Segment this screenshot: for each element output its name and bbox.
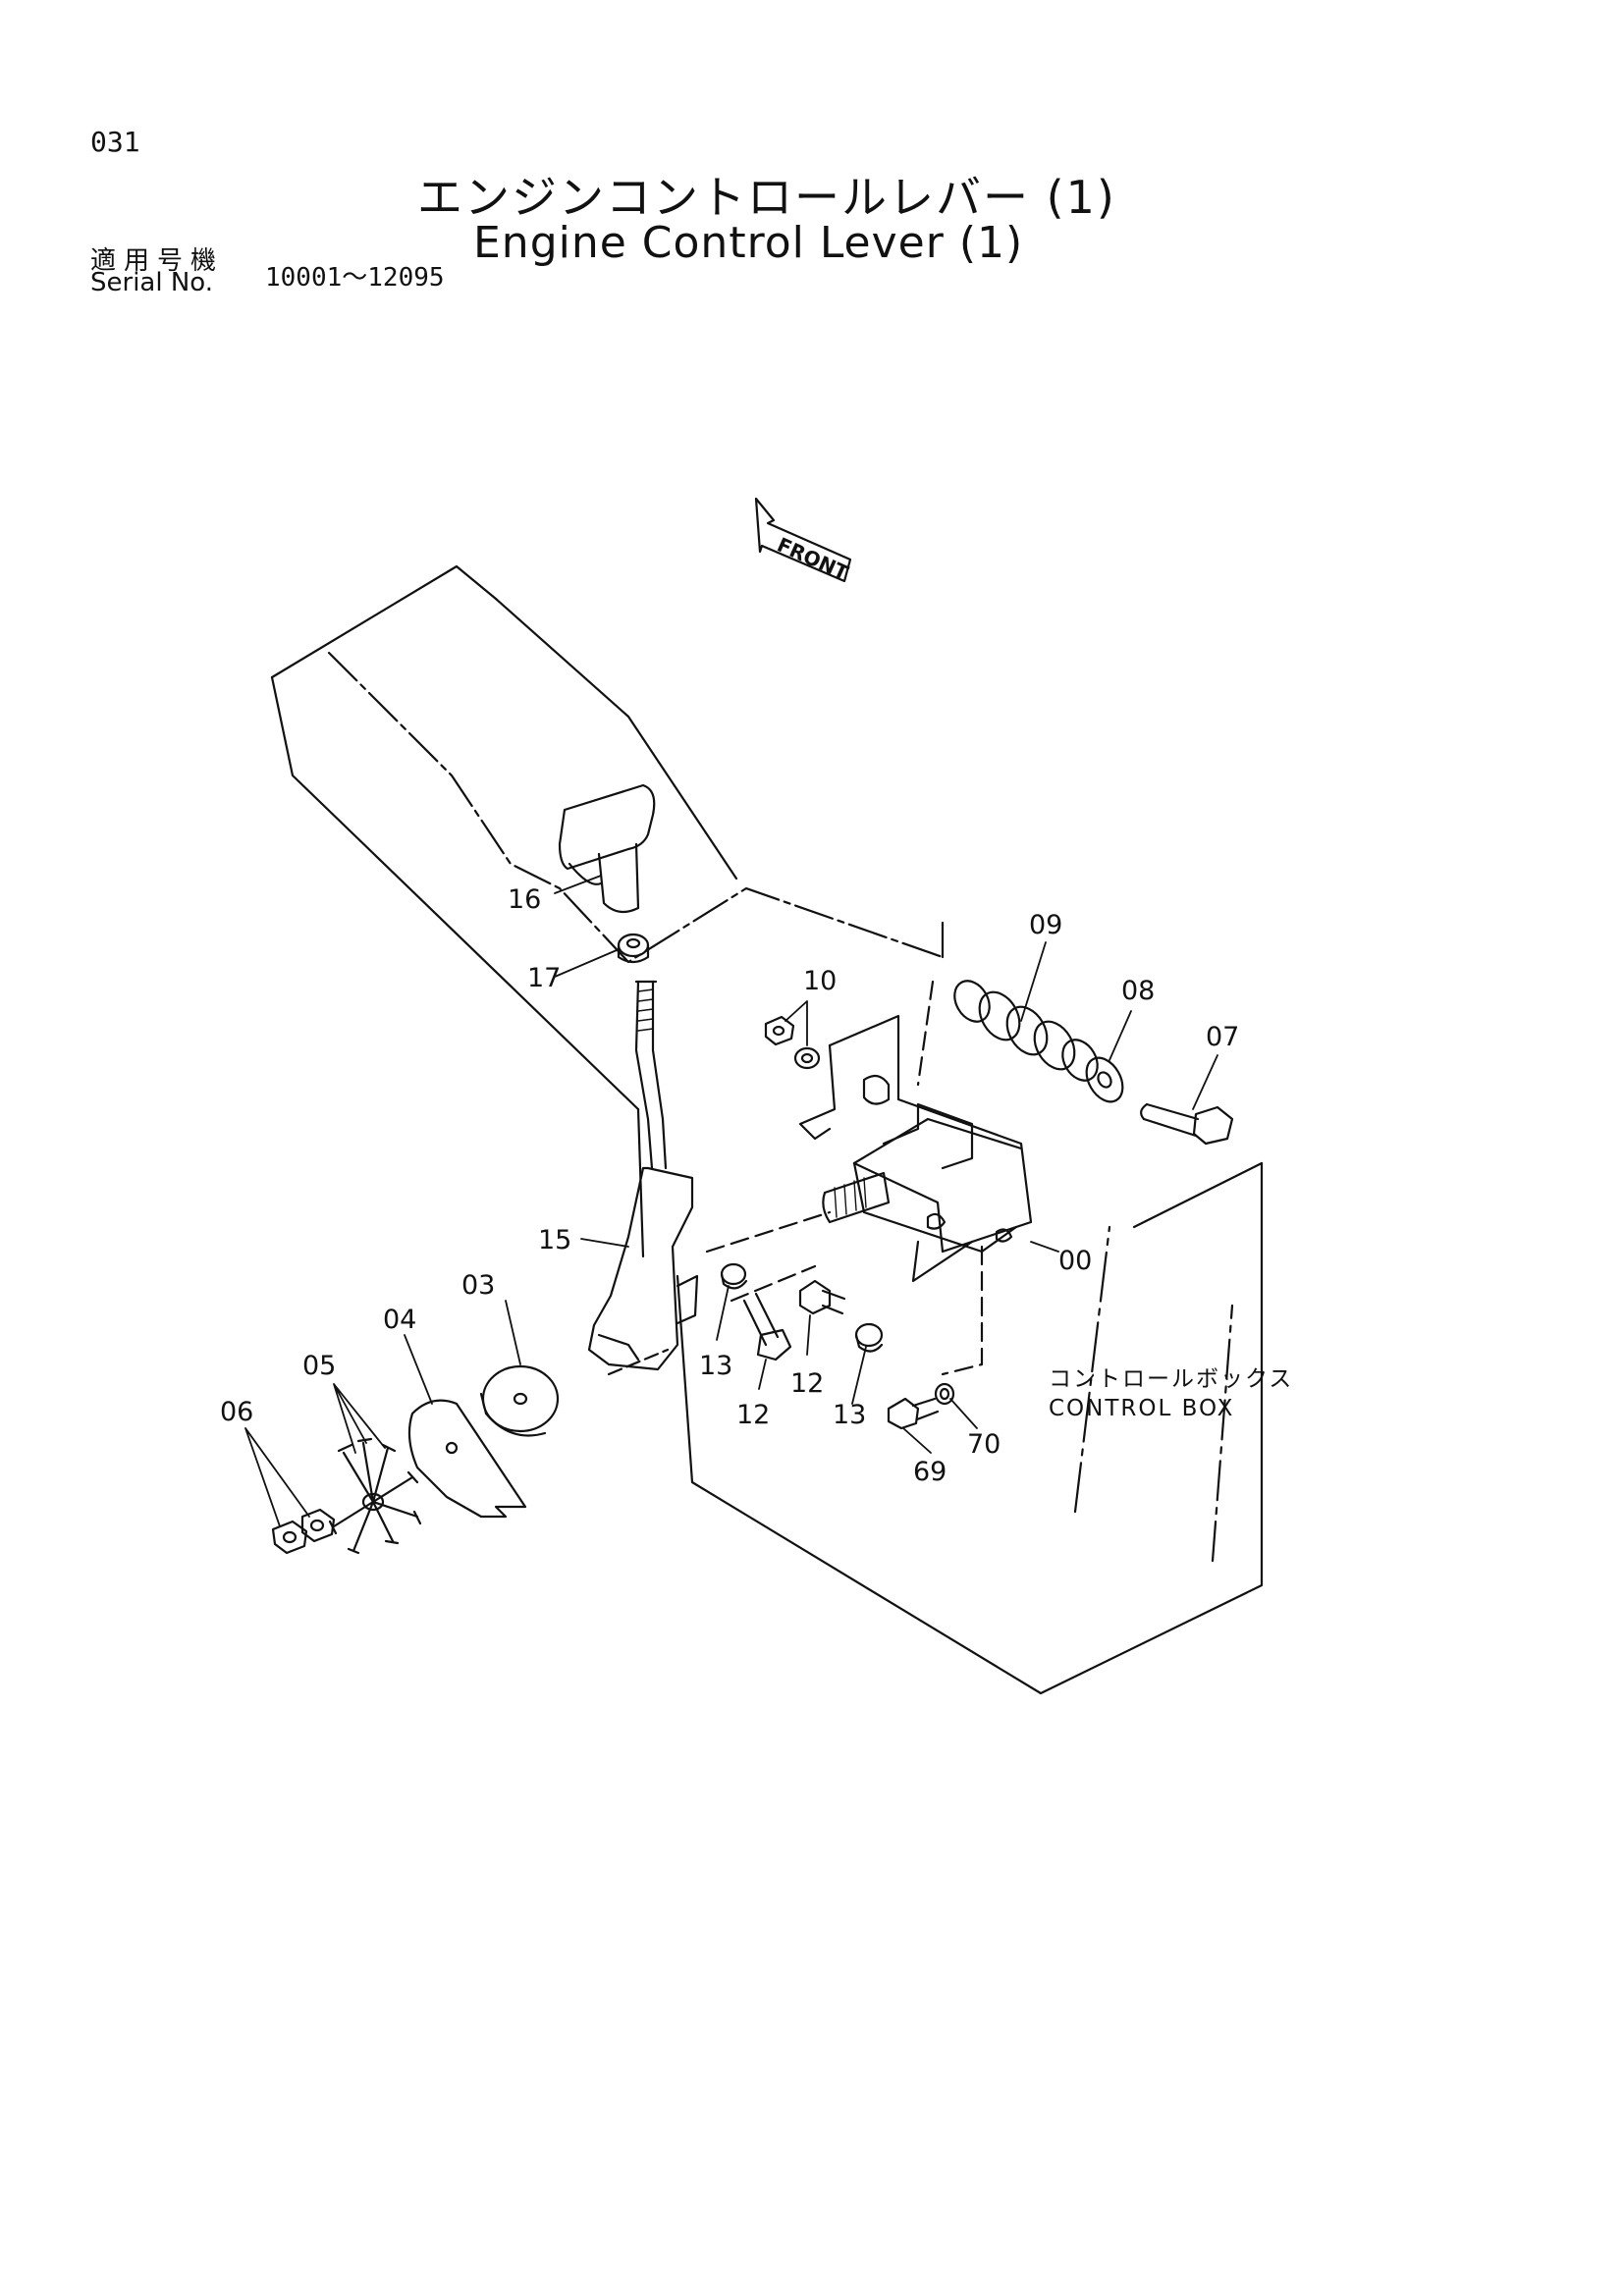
callout-05: 05 [302,1351,336,1381]
front-arrow-label: FRONT [774,533,852,585]
callout-08: 08 [1121,976,1155,1006]
spring-part-09 [953,980,1099,1082]
lever-rod-part [587,980,699,1371]
bolt-part-69 [887,1397,940,1430]
callout-04: 04 [383,1305,416,1335]
spacer-part-13b [854,1322,884,1353]
washer-part-08 [1085,1056,1124,1103]
bolt-part-12a [742,1292,792,1362]
callout-leaders [244,875,1218,1527]
page-title-english: Engine Control Lever (1) [473,218,1024,268]
callout-03: 03 [461,1270,495,1301]
callout-10: 10 [803,966,837,996]
detent-plate-part-04 [407,1399,527,1519]
callout-15: 15 [538,1225,571,1255]
nut-part-06b [300,1508,336,1543]
callout-06: 06 [220,1397,253,1427]
callout-69: 69 [913,1457,947,1487]
callout-13a: 13 [699,1351,732,1381]
knob-part [558,783,656,914]
callout-70: 70 [967,1429,1001,1460]
callout-12a: 12 [736,1400,770,1430]
callout-17: 17 [527,963,561,993]
serial-range: 10001～12095 [265,263,445,293]
nut-part-10b [793,1046,821,1070]
serial-label-english: Serial No. [90,268,213,297]
bolt-part-12b [798,1279,846,1315]
control-box-outline [270,564,1264,1695]
nut-part-10a [764,1015,795,1046]
callout-16: 16 [508,884,541,915]
spacer-part-13a [720,1262,748,1290]
disc-part-03 [479,1364,560,1437]
bracket-assembly-part-00 [798,1014,1033,1283]
callout-09: 09 [1029,910,1062,940]
nut-part-06a [271,1520,308,1555]
bolt-part-07 [1140,1102,1234,1146]
control-box-label-english: CONTROL BOX [1049,1396,1234,1421]
callout-13b: 13 [833,1400,866,1430]
callout-00: 00 [1058,1246,1092,1276]
star-spring-part-05 [328,1437,422,1555]
control-box-label-japanese: コントロールボックス [1049,1366,1293,1392]
page-number: 031 [90,126,140,158]
serial-label-japanese: 適用号機 [90,246,225,276]
callout-12b: 12 [790,1368,824,1399]
washer-part-70 [934,1382,955,1406]
callout-07: 07 [1206,1022,1239,1052]
front-arrow: FRONT [754,497,852,585]
washer-part-17 [617,933,650,964]
page-title-japanese: エンジンコントロールレバー (1) [417,171,1116,224]
